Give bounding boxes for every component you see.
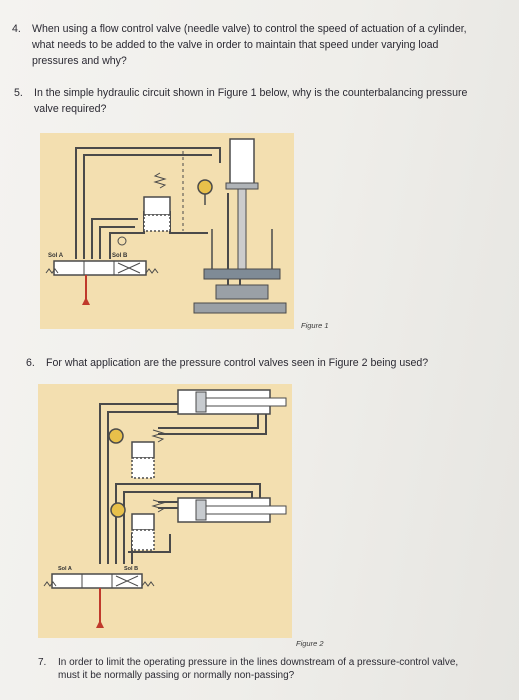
sol-b-label: Sol B xyxy=(112,253,128,259)
question-text-line: In order to limit the operating pressure… xyxy=(58,657,459,668)
figure-2-diagram: Sol A Sol B xyxy=(38,384,292,638)
question-6: 6. For what application are the pressure… xyxy=(26,355,506,371)
figure-2-caption: Figure 2 xyxy=(296,639,324,648)
figure-1-diagram: Sol A Sol B xyxy=(40,133,294,329)
sol-a-label: Sol A xyxy=(48,253,64,259)
question-number: 6. xyxy=(26,357,35,369)
question-number: 4. xyxy=(12,23,21,35)
figure-1-caption: Figure 1 xyxy=(301,321,329,330)
question-4: 4. When using a flow control valve (need… xyxy=(12,21,512,71)
question-text-line: must it be normally passing or normally … xyxy=(58,670,295,681)
sol-b-label: Sol B xyxy=(124,566,138,572)
question-text-line: what needs to be added to the valve in o… xyxy=(32,39,439,51)
question-text-line: In the simple hydraulic circuit shown in… xyxy=(34,87,468,99)
hydraulic-circuit-1: Sol A Sol B xyxy=(45,138,287,314)
question-text-line: For what application are the pressure co… xyxy=(46,357,429,369)
question-number: 5. xyxy=(14,87,23,99)
hydraulic-circuit-2: Sol A Sol B xyxy=(43,389,287,628)
question-text-line: pressures and why? xyxy=(32,55,127,67)
question-7: 7. In order to limit the operating press… xyxy=(38,656,508,690)
sol-a-label: Sol A xyxy=(58,566,72,572)
question-text-line: When using a flow control valve (needle … xyxy=(32,23,467,35)
question-5: 5. In the simple hydraulic circuit shown… xyxy=(14,85,514,119)
question-text-line: valve required? xyxy=(34,103,107,115)
question-number: 7. xyxy=(38,657,47,668)
